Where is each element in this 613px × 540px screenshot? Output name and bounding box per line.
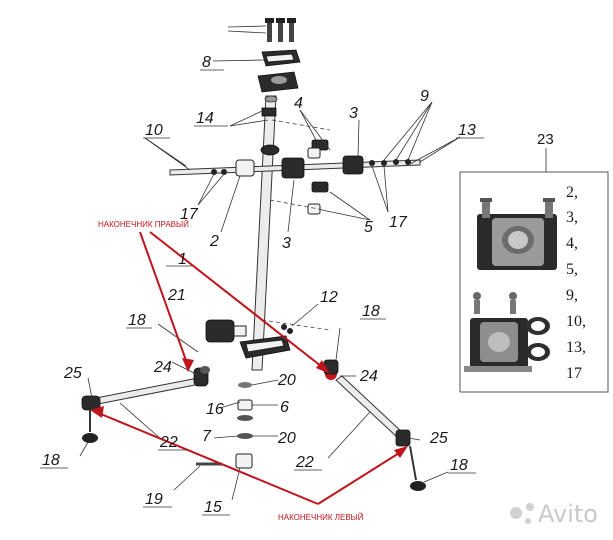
- callout-22-left: 22: [159, 434, 178, 451]
- callout-10: 10: [145, 122, 163, 139]
- dash-line-1: [271, 119, 331, 131]
- horizontal-axle: [169, 139, 421, 215]
- callout-20-bottom: 20: [277, 430, 296, 447]
- red-arrows-right-tip: [139, 231, 330, 374]
- callout-25-left: 25: [63, 365, 82, 382]
- kit-item-1: 3,: [566, 209, 578, 226]
- callout-25-right: 25: [429, 430, 448, 447]
- kit-item-5: 10,: [566, 313, 586, 330]
- kit-item-0: 2,: [566, 184, 578, 201]
- callout-1: 1: [178, 251, 187, 268]
- callout-18-right-bottom: 18: [450, 457, 468, 474]
- callout-18-left-top: 18: [128, 312, 146, 329]
- callout-underlines: [40, 69, 484, 516]
- callout-2: 2: [209, 233, 219, 250]
- callout-17-right: 17: [389, 214, 408, 231]
- callout-4: 4: [294, 95, 303, 112]
- lower-column-parts: [235, 382, 253, 469]
- kit-item-3: 5,: [566, 261, 578, 278]
- callout-24-right: 24: [359, 368, 378, 385]
- kit-title: 23: [537, 131, 554, 148]
- callout-3-bottom: 3: [282, 235, 291, 252]
- kit-item-4: 9,: [566, 287, 578, 304]
- callout-21: 21: [167, 287, 186, 304]
- right-tie-rod: [323, 359, 426, 491]
- kit-23-panel: 23 2, 3, 4,: [459, 131, 609, 393]
- callout-13: 13: [458, 122, 476, 139]
- callout-22-right: 22: [295, 454, 314, 471]
- dash-line-3: [261, 319, 331, 331]
- steering-column: [251, 95, 280, 371]
- watermark-text: Avito: [538, 500, 598, 528]
- callout-12: 12: [320, 289, 338, 306]
- kit-item-7: 17: [566, 365, 582, 382]
- callout-9: 9: [420, 88, 429, 105]
- callout-6: 6: [280, 399, 289, 416]
- label-left-tip: НАКОНЕЧНИК ЛЕВЫЙ: [278, 513, 364, 522]
- callout-18-right-top: 18: [362, 303, 380, 320]
- upper-clamp: [257, 49, 301, 93]
- avito-watermark: Avito: [510, 500, 598, 528]
- kit-bracket-image-bottom: [464, 292, 550, 372]
- kit-item-6: 13,: [566, 339, 586, 356]
- red-arrows-left-tip: [90, 406, 408, 505]
- callout-3-top: 3: [349, 105, 358, 122]
- lower-bracket: [239, 335, 291, 359]
- label-right-tip: НАКОНЕЧНИК ПРАВЫЙ: [98, 220, 189, 229]
- callout-16: 16: [206, 401, 224, 418]
- callout-8: 8: [202, 54, 211, 71]
- callout-19: 19: [145, 491, 163, 508]
- callout-7: 7: [202, 428, 212, 445]
- callout-20-top: 20: [277, 372, 296, 389]
- callout-17-left: 17: [180, 206, 199, 223]
- top-bolts: [227, 18, 296, 42]
- callout-18-left-bottom: 18: [42, 452, 60, 469]
- callout-15: 15: [204, 499, 222, 516]
- callout-5: 5: [364, 219, 373, 236]
- avito-logo-icon: [510, 507, 522, 519]
- callout-24-left: 24: [153, 359, 172, 376]
- dash-line-2: [269, 199, 325, 211]
- left-tie-rod: [81, 366, 210, 443]
- callout-14: 14: [196, 110, 214, 127]
- kit-item-2: 4,: [566, 235, 578, 252]
- part-12-bolts: [281, 324, 293, 334]
- kit-bracket-image-top: [477, 198, 557, 270]
- part-21-block: [205, 319, 247, 343]
